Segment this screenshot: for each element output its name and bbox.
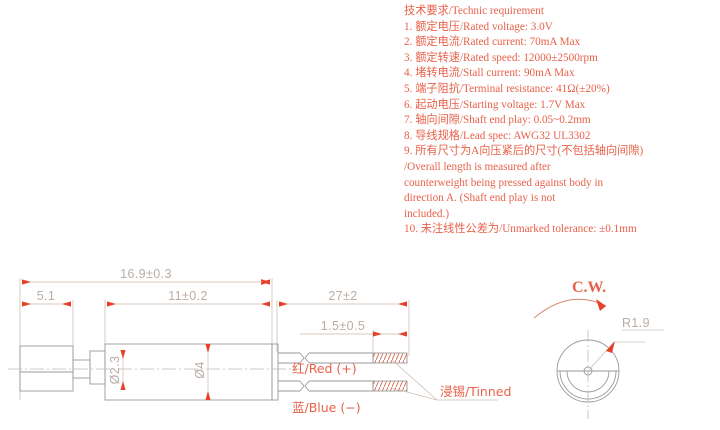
dimension-overall-length: 16.9±0.3 (22, 267, 270, 285)
spec-item-7: 7. 轴向间隙/Shaft end play: 0.05~0.2mm (404, 114, 591, 127)
dimension-counterweight-radius: R1.9 (587, 316, 664, 372)
dimension-tinned-length-label: 1.5±0.5 (321, 319, 365, 333)
spec-item-2: 2. 额定电流/Rated current: 70mA Max (404, 36, 581, 49)
motor-shaft (72, 350, 106, 385)
spec-item-9-cont-1: /Overall length is measured after (404, 160, 551, 173)
spec-item-9-cont-3: direction A. (Shaft end play is not (404, 192, 556, 205)
spec-item-8: 8. 导线规格/Lead spec: AWG32 UL3302 (404, 129, 591, 142)
dimension-body-length-label: 11±0.2 (168, 289, 208, 303)
tinned-label: 浸锡/Tinned (440, 384, 511, 399)
dimension-lead-length-label: 27±2 (328, 289, 357, 303)
blue-wire-label: 蓝/Blue (−) (292, 400, 361, 415)
dimension-shaft-diameter: Ø2.3 (108, 350, 126, 390)
spec-item-3: 3. 额定转速/Rated speed: 12000±2500rpm (404, 51, 598, 64)
spec-item-9: 9. 所有尺寸为A向压紧后的尺寸(不包括轴向间隙) (404, 145, 644, 158)
dimension-counterweight-radius-label: R1.9 (622, 316, 650, 330)
dimension-counterweight-length: 5.1 (22, 289, 71, 307)
dimension-tinned-length: 1.5±0.5 (300, 319, 407, 337)
red-wire-label: 红/Red (+) (292, 361, 357, 376)
spec-item-6: 6. 起动电压/Starting voltage: 1.7V Max (404, 98, 586, 111)
red-lead-tinned-end (372, 352, 408, 364)
dimension-body-diameter: Ø4 (193, 344, 211, 400)
spec-item-9-cont-2: counterweight being pressed against body… (404, 176, 604, 189)
blue-lead-tinned-end (372, 380, 408, 392)
technic-requirement-block: 技术要求/Technic requirement 1. 额定电压/Rated v… (404, 4, 720, 238)
rotation-direction-label: C.W. (572, 279, 606, 296)
motor-body (104, 343, 279, 401)
dimension-shaft-diameter-label: Ø2.3 (108, 356, 122, 385)
spec-title-text: 技术要求/Technic requirement (404, 5, 544, 17)
dimension-body-length: 11±0.2 (107, 289, 270, 307)
rotation-direction-indicator: C.W. (533, 279, 607, 319)
tinned-leader-lines (391, 359, 498, 401)
spec-item-4: 4. 堵转电流/Stall current: 90mA Max (404, 67, 575, 80)
spec-item-9-cont-4: included.) (404, 207, 450, 220)
dimension-counterweight-length-label: 5.1 (37, 289, 56, 303)
dimension-lead-length: 27±2 (279, 289, 407, 307)
blue-lead-wire (278, 380, 374, 392)
spec-title: 技术要求/Technic requirement (404, 4, 720, 20)
dimension-overall-length-label: 16.9±0.3 (120, 267, 172, 281)
spec-item-5: 5. 端子阻抗/Terminal resistance: 41Ω(±20%) (404, 82, 610, 95)
counterweight-body (19, 345, 74, 392)
spec-item-1: 1. 额定电压/Rated voltage: 3.0V (404, 20, 553, 33)
spec-item-10: 10. 未注线性公差为/Unmarked tolerance: ±0.1mm (404, 223, 637, 236)
dimension-body-diameter-label: Ø4 (193, 361, 207, 378)
